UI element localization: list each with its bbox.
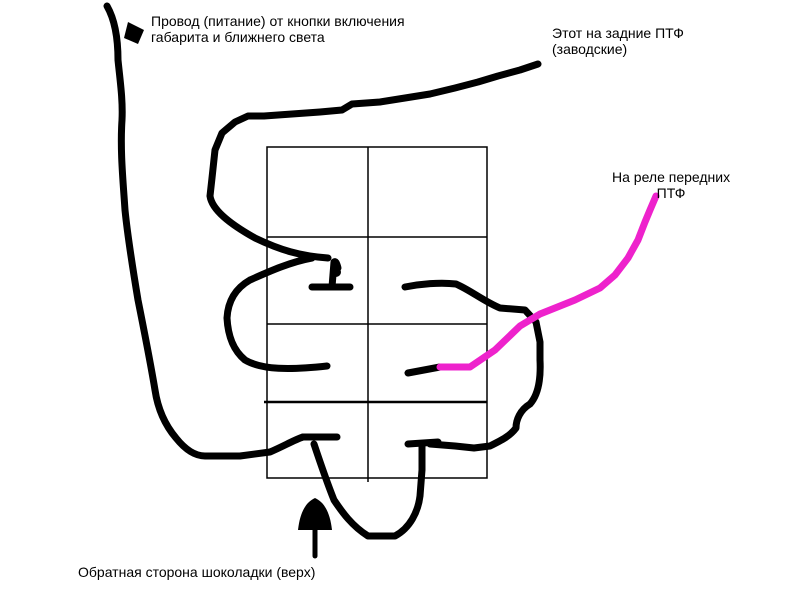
contact-top-left [308,258,354,291]
front-label-line-1: На реле передних [612,169,731,185]
front-fog-wire [436,192,660,371]
back-side-symbol [298,498,332,530]
power-label-line-1: Провод (питание) от кнопки включения [151,13,405,29]
power-wire [103,2,307,460]
bottom-wire [310,440,426,540]
rear-label-line-2: (заводские) [552,41,628,57]
front-label-line-2: ПТФ [656,185,686,201]
front-fog-label: На реле передних ПТФ [612,169,730,201]
power-connector-icon [124,22,144,44]
power-wire-label: Провод (питание) от кнопки включения габ… [151,13,405,45]
rear-fog-label: Этот на задние ПТФ (заводские) [552,25,684,57]
power-label-line-2: габарита и ближнего света [151,29,325,45]
fuse-block-grid [264,146,488,482]
contact-top-left-knob [331,267,341,277]
contact-mid-right [404,363,444,377]
back-side-label: Обратная сторона шоколадки (верх) [78,564,316,580]
right-loop-wire [401,279,544,452]
fuse-block-outline [266,146,488,479]
left-loop-wire [223,254,331,372]
rear-fog-wire [206,60,542,262]
rear-label-line-1: Этот на задние ПТФ [552,25,684,41]
